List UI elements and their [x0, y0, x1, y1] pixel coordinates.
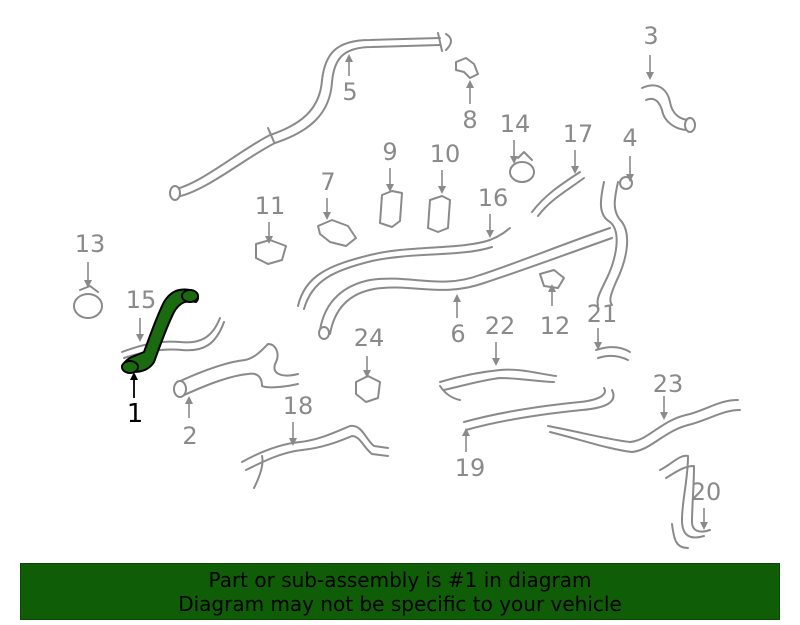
callout-1: 1: [127, 372, 144, 429]
callout-17-label: 17: [563, 120, 594, 148]
callout-5: 5: [342, 54, 358, 106]
callout-6-label: 6: [450, 320, 465, 348]
part-16-line[interactable]: [297, 227, 511, 310]
part-18-hose[interactable]: [241, 424, 389, 489]
callout-17: 17: [563, 120, 594, 174]
callout-24-label: 24: [354, 324, 385, 352]
part-22-hose[interactable]: [439, 368, 557, 401]
callout-23-label: 23: [653, 370, 684, 398]
callout-10-label: 10: [430, 140, 461, 168]
part-9-bracket[interactable]: [379, 190, 403, 228]
part-7-bracket[interactable]: [317, 219, 357, 247]
callout-21: 21: [587, 300, 618, 350]
callout-14-label: 14: [500, 110, 531, 138]
callout-13: 13: [75, 230, 106, 288]
callout-14: 14: [500, 110, 531, 164]
callout-18-label: 18: [283, 392, 314, 420]
part-2-pipe[interactable]: [173, 343, 299, 398]
callout-4-label: 4: [622, 124, 637, 152]
callout-22-label: 22: [485, 312, 516, 340]
callout-19: 19: [455, 428, 486, 482]
part-1-hose-highlighted[interactable]: [121, 288, 199, 374]
part-15-pipe[interactable]: [121, 317, 225, 359]
part-5-hose[interactable]: [169, 32, 452, 201]
callout-5-label: 5: [342, 78, 357, 106]
part-17-hose[interactable]: [531, 171, 585, 217]
callout-20: 20: [691, 478, 722, 530]
callout-12-label: 12: [540, 312, 571, 340]
callout-20-label: 20: [691, 478, 722, 506]
info-banner: Part or sub-assembly is #1 in diagram Di…: [20, 563, 780, 620]
callout-15: 15: [126, 286, 157, 342]
part-11-clip[interactable]: [255, 239, 287, 265]
part-20-hose[interactable]: [659, 454, 711, 549]
part-23-hose[interactable]: [547, 399, 741, 453]
callout-11-label: 11: [255, 192, 286, 220]
callout-12: 12: [540, 284, 571, 340]
callout-13-label: 13: [75, 230, 106, 258]
part-10-bracket[interactable]: [427, 195, 451, 233]
callout-19-label: 19: [455, 454, 486, 482]
callout-7: 7: [320, 168, 336, 220]
part-8-clamp[interactable]: [455, 57, 479, 79]
part-21-hose[interactable]: [595, 346, 631, 361]
callout-21-label: 21: [587, 300, 618, 328]
callout-2-label: 2: [182, 422, 197, 450]
callout-8: 8: [462, 80, 478, 134]
callout-15-label: 15: [126, 286, 157, 314]
callout-24: 24: [354, 324, 385, 378]
callout-16: 16: [478, 184, 509, 238]
part-14-clamp[interactable]: [509, 151, 535, 183]
callout-9-label: 9: [382, 138, 397, 166]
callout-11: 11: [255, 192, 286, 244]
callout-1-label: 1: [127, 399, 144, 429]
callout-9: 9: [382, 138, 398, 192]
callout-23: 23: [653, 370, 684, 420]
part-19-hose[interactable]: [463, 387, 615, 431]
callout-18: 18: [283, 392, 314, 446]
banner-line-2: Diagram may not be specific to your vehi…: [178, 591, 622, 616]
callout-10: 10: [430, 140, 461, 194]
callout-16-label: 16: [478, 184, 509, 212]
part-4-hose[interactable]: [596, 176, 633, 306]
callout-6: 6: [450, 294, 466, 348]
callout-2: 2: [182, 396, 198, 450]
parts-diagram: 5 8 3 14 17: [73, 22, 741, 549]
part-3-hose[interactable]: [641, 84, 696, 133]
callout-3: 3: [643, 22, 659, 80]
callout-22: 22: [485, 312, 516, 366]
part-24-bracket[interactable]: [355, 375, 381, 403]
callout-4: 4: [622, 124, 638, 182]
part-6-hose[interactable]: [318, 227, 613, 340]
part-13-clamp[interactable]: [73, 285, 103, 319]
part-12-clip[interactable]: [539, 269, 565, 289]
callout-8-label: 8: [462, 106, 477, 134]
callout-7-label: 7: [320, 168, 335, 196]
callout-3-label: 3: [643, 22, 658, 50]
banner-line-1: Part or sub-assembly is #1 in diagram: [208, 567, 592, 592]
